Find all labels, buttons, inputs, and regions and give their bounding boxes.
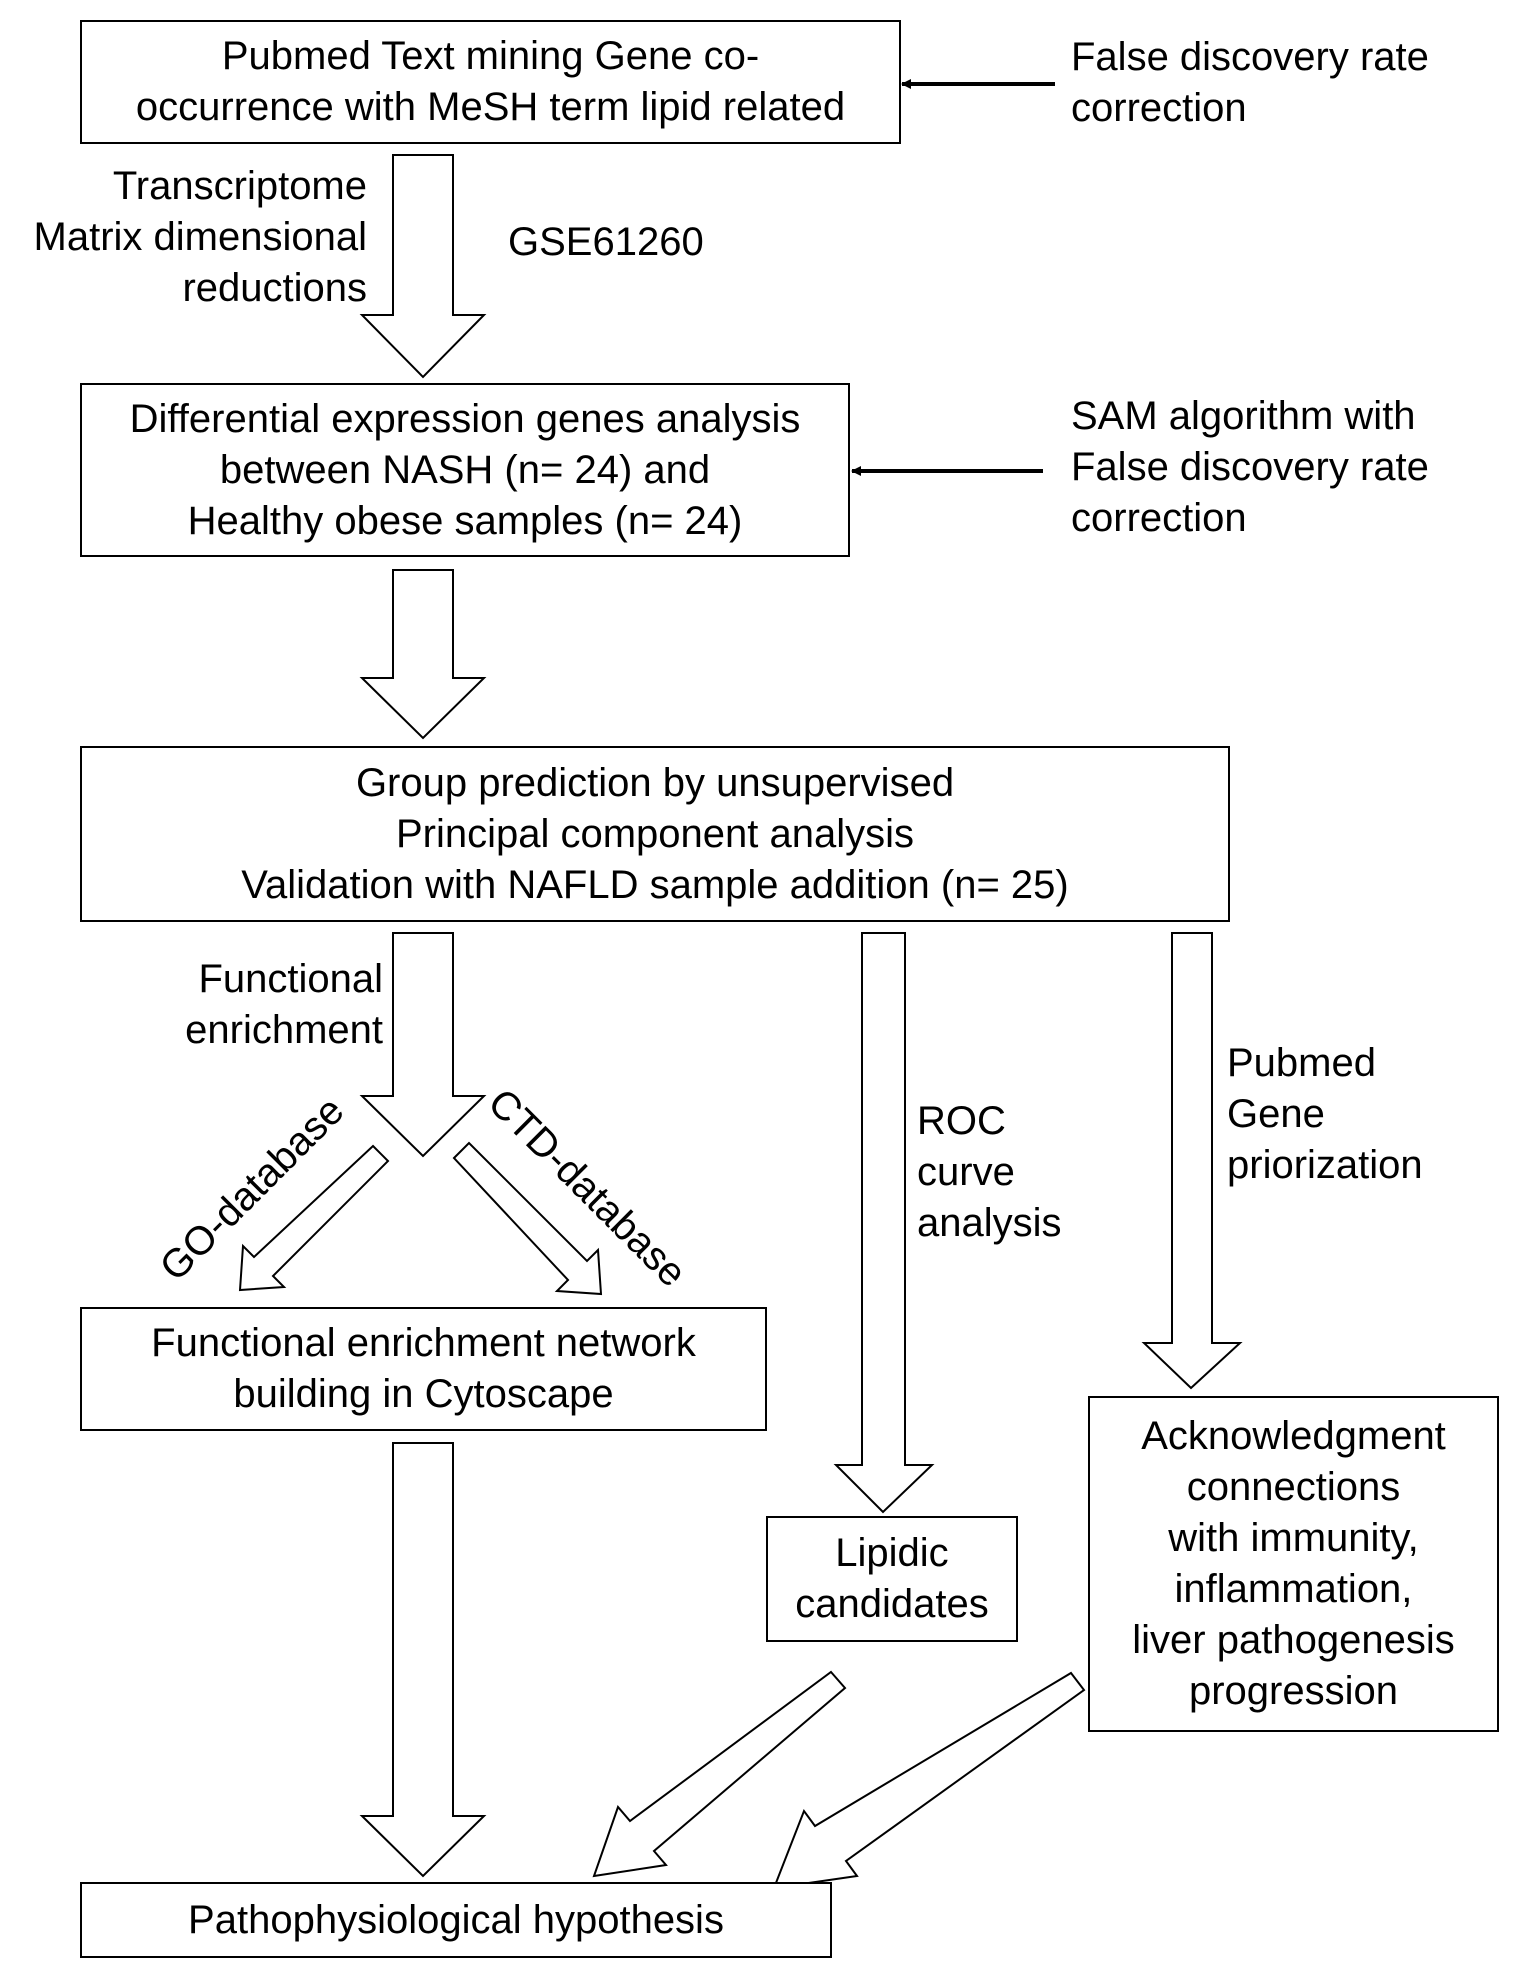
- box-line: liver pathogenesis: [1132, 1618, 1455, 1662]
- pubmed-text-mining-box: Pubmed Text mining Gene co- occurrence w…: [80, 20, 901, 144]
- box-line: Pathophysiological hypothesis: [188, 1897, 724, 1942]
- box-line: building in Cytoscape: [233, 1372, 614, 1416]
- transcriptome-label: Transcriptome Matrix dimensional reducti…: [33, 164, 367, 310]
- box-line: Differential expression genes analysis: [129, 396, 801, 441]
- box-line: Lipidic: [835, 1531, 949, 1575]
- gse-label: GSE61260: [508, 220, 704, 264]
- box-line: with immunity,: [1168, 1516, 1419, 1560]
- box-line: inflammation,: [1174, 1567, 1413, 1611]
- box-line: Acknowledgment: [1141, 1414, 1446, 1458]
- box-line: Functional enrichment network: [151, 1321, 696, 1365]
- box-line: Group prediction by unsupervised: [355, 760, 955, 805]
- box-line: between NASH (n= 24) and: [219, 447, 711, 492]
- acknowledgment-box: Acknowledgment connections with immunity…: [1088, 1396, 1499, 1732]
- lipidic-candidates-box: Lipidic candidates: [766, 1516, 1018, 1642]
- box-line: Principal component analysis: [395, 811, 915, 856]
- fdr-correction-label: False discovery rate correction: [1071, 35, 1429, 130]
- hypothesis-box: Pathophysiological hypothesis: [80, 1882, 832, 1958]
- arrow-group-to-lipidic: [833, 932, 935, 1514]
- arrow-group-to-functional: [359, 932, 487, 1158]
- box-line: connections: [1186, 1465, 1401, 1509]
- arrow-differential-to-group: [359, 569, 487, 740]
- group-prediction-box: Group prediction by unsupervised Princip…: [80, 746, 1230, 922]
- roc-label: ROC curve analysis: [917, 1099, 1062, 1245]
- box-line: progression: [1188, 1669, 1398, 1713]
- arrow-ctd-database: [452, 1141, 603, 1296]
- box-line: Healthy obese samples (n= 24): [187, 498, 743, 543]
- box-line: Pubmed Text mining Gene co-: [221, 34, 760, 78]
- sam-algorithm-label: SAM algorithm with False discovery rate …: [1071, 394, 1429, 540]
- pubmed-gene-label: Pubmed Gene priorization: [1227, 1041, 1423, 1187]
- differential-expression-box: Differential expression genes analysis b…: [80, 383, 850, 557]
- arrow-pubmed-to-differential: [359, 154, 487, 379]
- arrow-go-database: [238, 1144, 390, 1292]
- box-line: occurrence with MeSH term lipid related: [135, 85, 846, 129]
- arrow-lipidic-to-hypothesis: [592, 1670, 847, 1878]
- arrow-network-to-hypothesis: [359, 1442, 487, 1878]
- functional-network-box: Functional enrichment network building i…: [80, 1307, 767, 1431]
- functional-enrichment-label: Functional enrichment: [185, 957, 383, 1052]
- box-line: candidates: [795, 1582, 989, 1626]
- box-line: Validation with NAFLD sample addition (n…: [241, 862, 1069, 907]
- arrow-group-to-acknowledgment: [1141, 932, 1243, 1390]
